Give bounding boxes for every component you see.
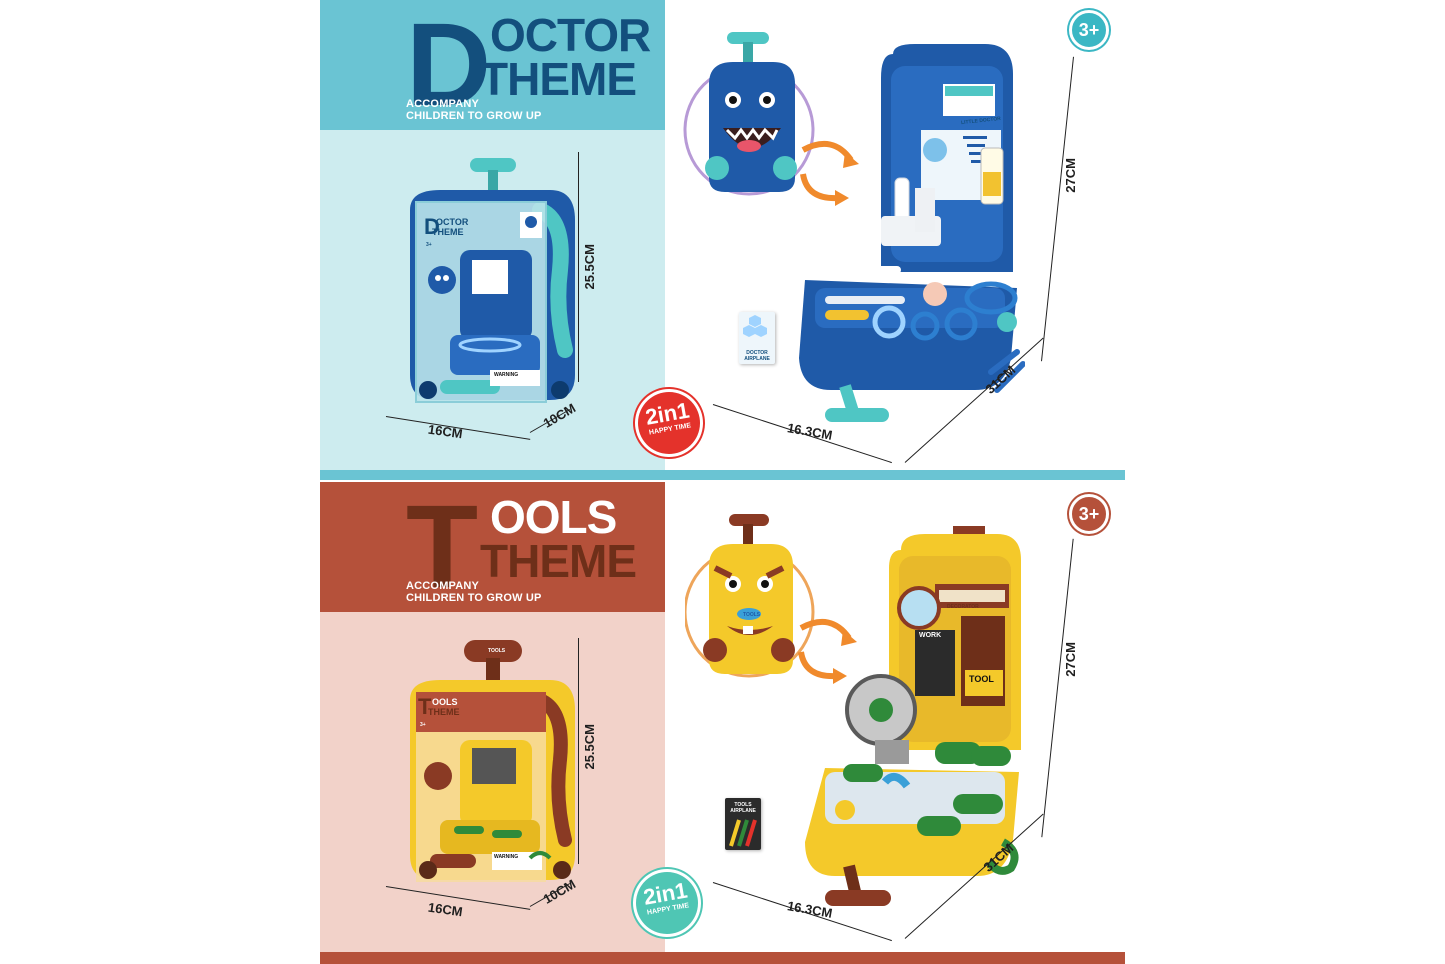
doctor-box-age: 3+ (426, 242, 432, 248)
doctor-open-height-line (1041, 56, 1074, 362)
doctor-card-line1: DOCTOR (746, 350, 768, 356)
tools-title-block: T OOLS THEME ACCOMPANY CHILDREN TO GROW … (320, 482, 665, 612)
tools-box-age: 3+ (420, 722, 426, 728)
tools-tagline-line1: ACCOMPANY (406, 580, 480, 592)
tools-bottom-band (320, 952, 1125, 964)
rotate-arrows-icon (798, 618, 857, 684)
rotate-arrows-icon (800, 140, 859, 206)
tools-card-line2: AIRPLANE (730, 808, 756, 814)
tools-age-badge: 3+ (1069, 494, 1109, 534)
doctor-left-column: D OCTOR THEME ACCOMPANY CHILDREN TO GROW… (320, 0, 665, 470)
tools-open-height-line (1041, 538, 1074, 838)
tools-title-word1: OOLS (490, 491, 617, 543)
doctor-age-badge: 3+ (1069, 10, 1109, 50)
doctor-tagline-line1: ACCOMPANY (406, 98, 480, 110)
tools-packaged-box (410, 640, 575, 882)
doctor-open-case (799, 44, 1025, 422)
tools-backpack-view (685, 514, 815, 678)
tools-airplane-card: TOOLS AIRPLANE (725, 798, 761, 850)
doctor-title-letter: D (406, 0, 491, 131)
doctor-theme-panel: D OCTOR THEME ACCOMPANY CHILDREN TO GROW… (320, 0, 1125, 480)
tools-right-column: TOOLS (665, 482, 1125, 952)
tools-tool-label: TOOL (969, 674, 994, 684)
stripes-pattern-icon (729, 819, 757, 847)
doctor-box-height: 25.5CM (582, 244, 597, 290)
tools-backpack-label: TOOLS (743, 612, 761, 618)
doctor-box-width: 16CM (427, 421, 464, 442)
doctor-box-word1: OCTOR (436, 217, 469, 227)
tools-left-column: T OOLS THEME ACCOMPANY CHILDREN TO GROW … (320, 482, 665, 952)
tools-tagline: ACCOMPANY CHILDREN TO GROW UP (406, 580, 542, 604)
doctor-packaged-box (410, 158, 575, 403)
tools-box-width: 16CM (427, 899, 464, 920)
doctor-title-word1: OCTOR (490, 9, 651, 61)
hexagon-pattern-icon (743, 315, 767, 337)
doctor-title-word2: THEME (480, 53, 637, 105)
doctor-card-line2: AIRPLANE (744, 356, 770, 362)
tools-title-word2: THEME (480, 535, 637, 587)
tools-box-word1: OOLS (432, 697, 458, 707)
tools-box-warning: WARNING (494, 854, 519, 860)
tools-theme-panel: T OOLS THEME ACCOMPANY CHILDREN TO GROW … (320, 482, 1125, 964)
doctor-box-word2: THEME (432, 227, 464, 237)
doctor-title-block: D OCTOR THEME ACCOMPANY CHILDREN TO GROW… (320, 0, 665, 130)
tools-box-letter: T (418, 694, 432, 719)
tools-box-handle-label: TOOLS (488, 648, 506, 654)
doctor-open-height: 27CM (1063, 158, 1078, 193)
tools-tagline-line2: CHILDREN TO GROW UP (406, 592, 542, 604)
tools-box-height-line (578, 638, 579, 864)
tools-title-letter: T (406, 481, 478, 613)
tools-open-height: 27CM (1063, 642, 1078, 677)
doctor-airplane-card: DOCTOR AIRPLANE (739, 312, 775, 364)
tools-card-line1: TOOLS (734, 802, 752, 808)
doctor-box-warning: WARNING (494, 372, 519, 378)
tools-sign: DECORATOR (947, 604, 979, 610)
tools-box-word2: THEME (428, 707, 460, 717)
doctor-tagline-line2: CHILDREN TO GROW UP (406, 110, 542, 122)
doctor-box-height-line (578, 152, 579, 382)
tools-box-height: 25.5CM (582, 724, 597, 770)
tools-open-case (805, 526, 1021, 906)
doctor-bottom-band (320, 470, 1125, 480)
doctor-tagline: ACCOMPANY CHILDREN TO GROW UP (406, 98, 542, 122)
tools-work-label: WORK (919, 632, 942, 639)
doctor-right-column: LITTLE DOCTOR DOCTOR AIRPLANE 27CM 16.3C… (665, 0, 1125, 470)
doctor-backpack-view (683, 32, 815, 196)
doctor-box-letter: D (424, 214, 440, 239)
